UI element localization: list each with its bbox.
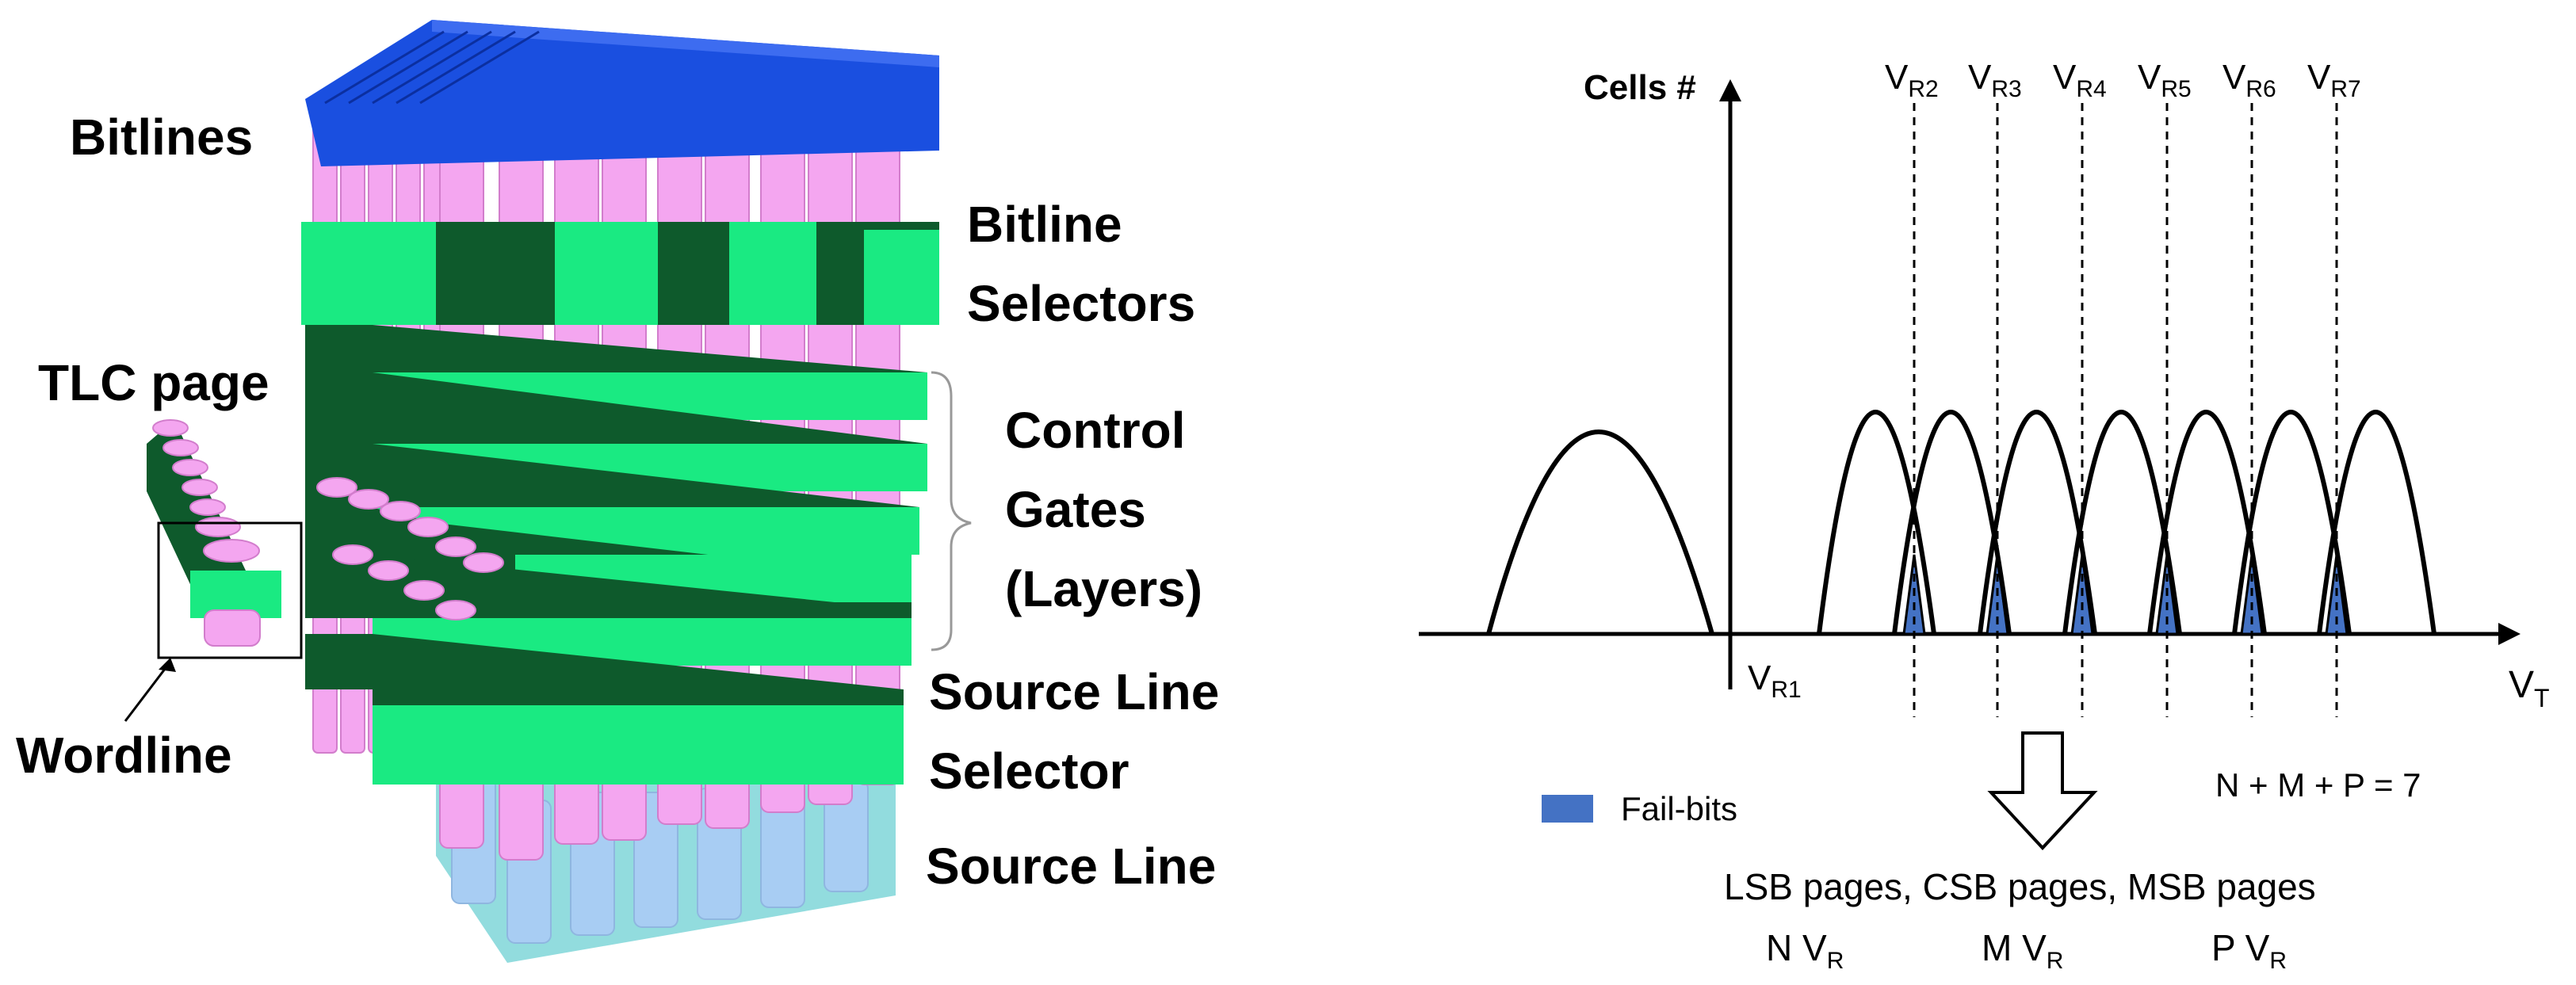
- read-reference-lines: [1913, 103, 2338, 717]
- nand-3d-stack: [301, 20, 939, 963]
- control-gate-layers: [305, 325, 927, 666]
- fail-bit-overlaps: [1902, 554, 2349, 636]
- y-axis-label: Cells #: [1584, 68, 1696, 107]
- vr7-label: VR7: [2307, 58, 2361, 102]
- exposed-layer-pillar-tops: [316, 477, 504, 620]
- read-voltage-labels: VR2 VR3 VR4 VR5 VR6 VR7: [1885, 58, 2361, 102]
- pages-line: LSB pages, CSB pages, MSB pages: [1724, 866, 2316, 907]
- x-axis-label: VT: [2509, 664, 2550, 712]
- state-curve-5: [2147, 410, 2267, 635]
- label-source-line: Source Line: [926, 838, 1216, 895]
- state-curve-7: [2317, 410, 2436, 635]
- vr6-label: VR6: [2222, 58, 2276, 102]
- vr-count-lsb: N VR: [1766, 927, 1844, 974]
- erased-state-curve: [1486, 430, 1714, 635]
- state-curve-1: [1817, 410, 1936, 635]
- y-axis-arrow: [1719, 79, 1741, 101]
- bitline-selectors: [301, 222, 939, 325]
- label-control-gates-1: Control: [1005, 402, 1186, 459]
- bitlines-block: [305, 20, 939, 166]
- vr1-label: VR1: [1748, 659, 1802, 703]
- down-arrow: [1987, 731, 2098, 850]
- tlc-page-wordline-block: [124, 419, 303, 722]
- state-curve-2: [1892, 410, 2012, 635]
- programmed-state-curves: [1817, 410, 2436, 635]
- label-bitlines: Bitlines: [70, 109, 253, 166]
- left-labels: Bitlines Bitline Selectors TLC page Cont…: [16, 109, 1219, 895]
- label-wordline: Wordline: [16, 727, 232, 784]
- legend-label: Fail-bits: [1621, 790, 1737, 827]
- label-tlc-page: TLC page: [38, 354, 269, 411]
- vr4-label: VR4: [2053, 58, 2107, 102]
- equation-text: N + M + P = 7: [2215, 766, 2421, 804]
- vr-count-msb: P VR: [2211, 927, 2287, 974]
- vr3-label: VR3: [1968, 58, 2022, 102]
- label-source-line-selector-1: Source Line: [929, 663, 1219, 720]
- vr2-label: VR2: [1885, 58, 1939, 102]
- wordline-pointer: [124, 661, 172, 722]
- vr-count-csb: M VR: [1982, 927, 2063, 974]
- state-curve-3: [1978, 410, 2097, 635]
- control-gates-brace: [931, 371, 972, 651]
- x-axis-arrow: [2498, 623, 2521, 645]
- label-source-line-selector-2: Selector: [929, 743, 1129, 800]
- state-curve-4: [2062, 410, 2182, 635]
- legend-swatch: [1542, 795, 1593, 823]
- state-curve-6: [2232, 410, 2352, 635]
- wordline-highlight-box: [157, 521, 303, 659]
- label-bitline-selectors-2: Selectors: [967, 275, 1195, 332]
- vr5-label: VR5: [2138, 58, 2192, 102]
- source-line-selector: [305, 634, 904, 785]
- label-control-gates-3: (Layers): [1005, 560, 1202, 617]
- legend: Fail-bits: [1542, 790, 1737, 827]
- label-control-gates-2: Gates: [1005, 481, 1146, 538]
- label-bitline-selectors-1: Bitline: [967, 196, 1122, 253]
- vt-distribution-chart: Cells #: [1419, 58, 2550, 974]
